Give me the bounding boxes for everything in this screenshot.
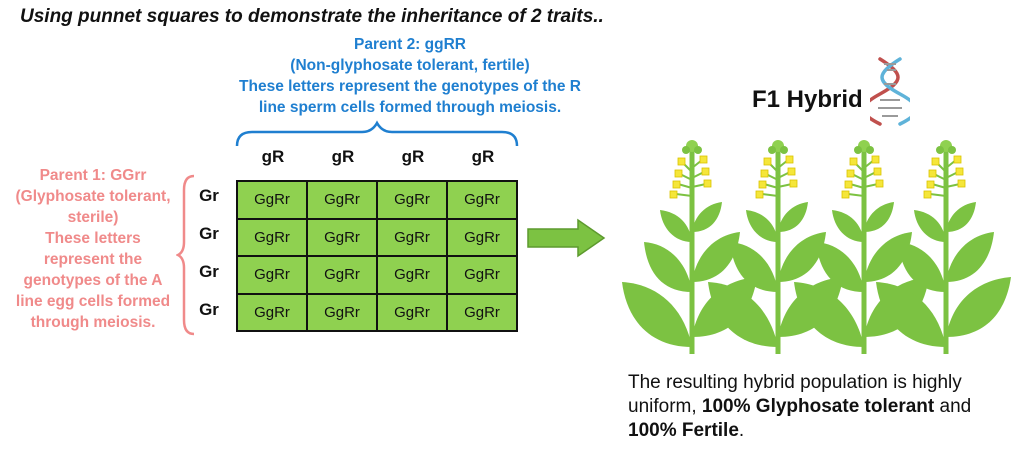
col-header: gR bbox=[471, 147, 495, 166]
row-header: Gr bbox=[199, 186, 219, 205]
dna-icon bbox=[870, 57, 910, 126]
parent1-traits-1: (Glyphosate tolerant, bbox=[15, 188, 171, 205]
punnett-cell: GgRr bbox=[378, 219, 446, 255]
punnett-cell: GgRr bbox=[238, 182, 306, 218]
f1-hybrid-label: F1 Hybrid bbox=[752, 86, 863, 113]
result-bold2: 100% Fertile bbox=[628, 420, 739, 441]
result-part3: . bbox=[738, 420, 745, 441]
parent1-traits-2: sterile) bbox=[67, 209, 119, 226]
punnett-cell: GgRr bbox=[308, 257, 376, 293]
punnett-cell: GgRr bbox=[448, 182, 516, 218]
parent2-label: Parent 2: ggRR (Non-glyphosate tolerant,… bbox=[160, 34, 660, 118]
parent1-desc-4: line egg cells formed bbox=[15, 293, 171, 310]
parent1-desc-2: represent the bbox=[43, 251, 143, 268]
punnett-cell: GgRr bbox=[378, 294, 446, 330]
parent2-desc-2: line sperm cells formed through meiosis. bbox=[258, 99, 562, 116]
punnett-cell: GgRr bbox=[308, 219, 376, 255]
punnett-cell: GgRr bbox=[308, 294, 376, 330]
result-part2: and bbox=[934, 396, 972, 417]
left-brace bbox=[176, 174, 195, 336]
result-part1: The resulting hybrid population is highl… bbox=[628, 372, 962, 417]
row-header: Gr bbox=[199, 262, 219, 281]
punnett-cell: GgRr bbox=[238, 294, 306, 330]
row-header: Gr bbox=[199, 300, 219, 319]
parent1-genotype: Parent 1: GGrr bbox=[39, 167, 147, 184]
punnett-cell: GgRr bbox=[378, 257, 446, 293]
punnett-cell: GgRr bbox=[378, 182, 446, 218]
arrow-right-icon bbox=[527, 218, 606, 258]
plants-illustration bbox=[622, 132, 1022, 354]
parent2-desc-1: These letters represent the genotypes of… bbox=[239, 78, 581, 95]
top-brace bbox=[235, 120, 519, 147]
result-bold1: 100% Glyphosate tolerant bbox=[701, 396, 935, 417]
parent1-desc-5: through meiosis. bbox=[30, 314, 156, 331]
punnett-cell: GgRr bbox=[448, 219, 516, 255]
col-header: gR bbox=[331, 147, 355, 166]
parent1-desc-1: These letters bbox=[45, 230, 141, 247]
punnett-cell: GgRr bbox=[238, 219, 306, 255]
page-title: Using punnet squares to demonstrate the … bbox=[20, 6, 604, 27]
col-header: gR bbox=[401, 147, 425, 166]
punnett-cell: GgRr bbox=[238, 257, 306, 293]
punnett-square: GgRr GgRr GgRr GgRr GgRr GgRr GgRr GgRr … bbox=[236, 180, 518, 332]
punnett-cell: GgRr bbox=[448, 257, 516, 293]
punnett-cell: GgRr bbox=[308, 182, 376, 218]
parent1-desc-3: genotypes of the A bbox=[23, 272, 163, 289]
punnett-cell: GgRr bbox=[448, 294, 516, 330]
result-text: The resulting hybrid population is highl… bbox=[628, 371, 1008, 443]
parent2-traits: (Non-glyphosate tolerant, fertile) bbox=[290, 57, 530, 74]
row-header: Gr bbox=[199, 224, 219, 243]
parent2-genotype: Parent 2: ggRR bbox=[354, 36, 466, 53]
col-header: gR bbox=[261, 147, 285, 166]
parent1-label: Parent 1: GGrr (Glyphosate tolerant, ste… bbox=[2, 165, 184, 333]
